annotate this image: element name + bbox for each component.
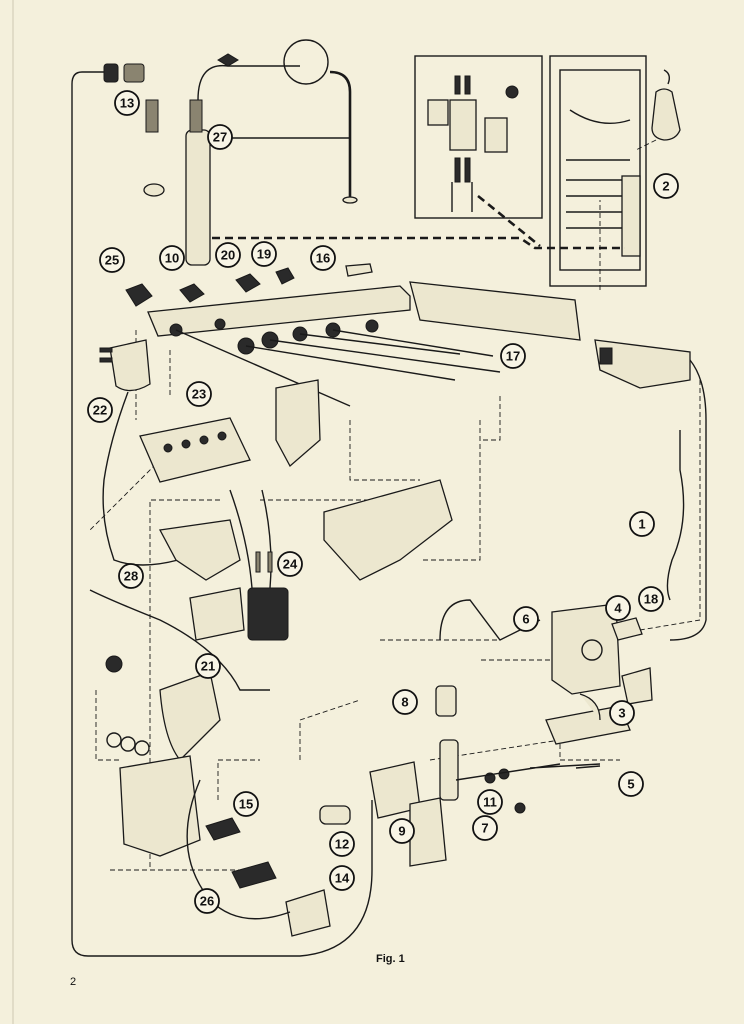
svg-text:3: 3: [618, 706, 625, 721]
callout-10: 10: [159, 245, 185, 271]
mounting-bracket-lower: [119, 755, 201, 857]
bracket-plate: [189, 587, 245, 641]
callout-13: 13: [114, 90, 140, 116]
callout-27: 27: [207, 124, 233, 150]
callout-16: 16: [310, 245, 336, 271]
svg-text:13: 13: [120, 96, 134, 111]
callout-6: 6: [513, 606, 539, 632]
inset-leader: [477, 194, 541, 248]
svg-text:27: 27: [213, 130, 227, 145]
callout-2: 2: [653, 173, 679, 199]
burner-tube-27: [103, 39, 358, 266]
callout-7: 7: [472, 815, 498, 841]
callout-23: 23: [186, 381, 212, 407]
callout-5: 5: [618, 771, 644, 797]
shield-bracket: [158, 519, 241, 581]
gas-valve-21: [105, 655, 221, 761]
svg-text:11: 11: [483, 795, 497, 810]
svg-text:1: 1: [638, 517, 645, 532]
upper-guard-plate: [323, 479, 453, 581]
svg-text:25: 25: [105, 253, 119, 268]
svg-text:16: 16: [316, 251, 330, 266]
svg-text:8: 8: [401, 695, 408, 710]
svg-text:18: 18: [644, 592, 658, 607]
svg-text:21: 21: [201, 659, 215, 674]
svg-text:23: 23: [192, 387, 206, 402]
page-number: 2: [70, 976, 76, 988]
mains-plug-22: [99, 339, 179, 566]
callout-1: 1: [629, 511, 655, 537]
svg-text:10: 10: [165, 251, 179, 266]
callout-19: 19: [251, 241, 277, 267]
thermostat-24: [229, 489, 289, 641]
callout-14: 14: [329, 865, 355, 891]
part-2-cover: [635, 69, 681, 151]
page-fold-crease: [12, 0, 14, 1024]
callout-15: 15: [233, 791, 259, 817]
callout-22: 22: [87, 397, 113, 423]
callout-26: 26: [194, 888, 220, 914]
thermocouple-cable-28: [89, 589, 270, 691]
svg-text:28: 28: [124, 569, 138, 584]
callout-28: 28: [118, 563, 144, 589]
svg-text:7: 7: [481, 821, 488, 836]
callout-4: 4: [605, 595, 631, 621]
callout-20: 20: [215, 242, 241, 268]
callout-18: 18: [638, 586, 664, 612]
connector-detail-inset: [414, 55, 543, 219]
control-rods: [175, 329, 501, 407]
svg-text:19: 19: [257, 247, 271, 262]
callout-3: 3: [609, 700, 635, 726]
svg-text:9: 9: [398, 824, 405, 839]
svg-text:22: 22: [93, 403, 107, 418]
svg-text:26: 26: [200, 894, 214, 909]
callout-9: 9: [389, 818, 415, 844]
callout-11: 11: [477, 789, 503, 815]
svg-text:14: 14: [335, 871, 350, 886]
svg-text:24: 24: [283, 557, 298, 572]
outer-cable-loop: [71, 71, 373, 957]
terminal-block-23: [139, 379, 321, 483]
refrigerator-cabinet-inset: [549, 55, 647, 287]
callout-24: 24: [277, 551, 303, 577]
svg-text:15: 15: [239, 797, 253, 812]
callout-8: 8: [392, 689, 418, 715]
control-panel-bar: [125, 263, 691, 389]
svg-text:17: 17: [506, 349, 520, 364]
figure-caption: Fig. 1: [376, 953, 405, 965]
svg-text:2: 2: [662, 179, 669, 194]
valve-train: [205, 599, 601, 867]
cabinet-position-leader: [212, 236, 625, 250]
callout-17: 17: [500, 343, 526, 369]
burner-assembly-4: [545, 603, 653, 769]
callout-21: 21: [195, 653, 221, 679]
callout-25: 25: [99, 247, 125, 273]
svg-text:20: 20: [221, 248, 235, 263]
ignition-wire-1: [666, 359, 707, 641]
callout-12: 12: [329, 831, 355, 857]
svg-text:5: 5: [627, 777, 634, 792]
svg-text:12: 12: [335, 837, 349, 852]
svg-text:6: 6: [522, 612, 529, 627]
svg-text:4: 4: [614, 601, 622, 616]
